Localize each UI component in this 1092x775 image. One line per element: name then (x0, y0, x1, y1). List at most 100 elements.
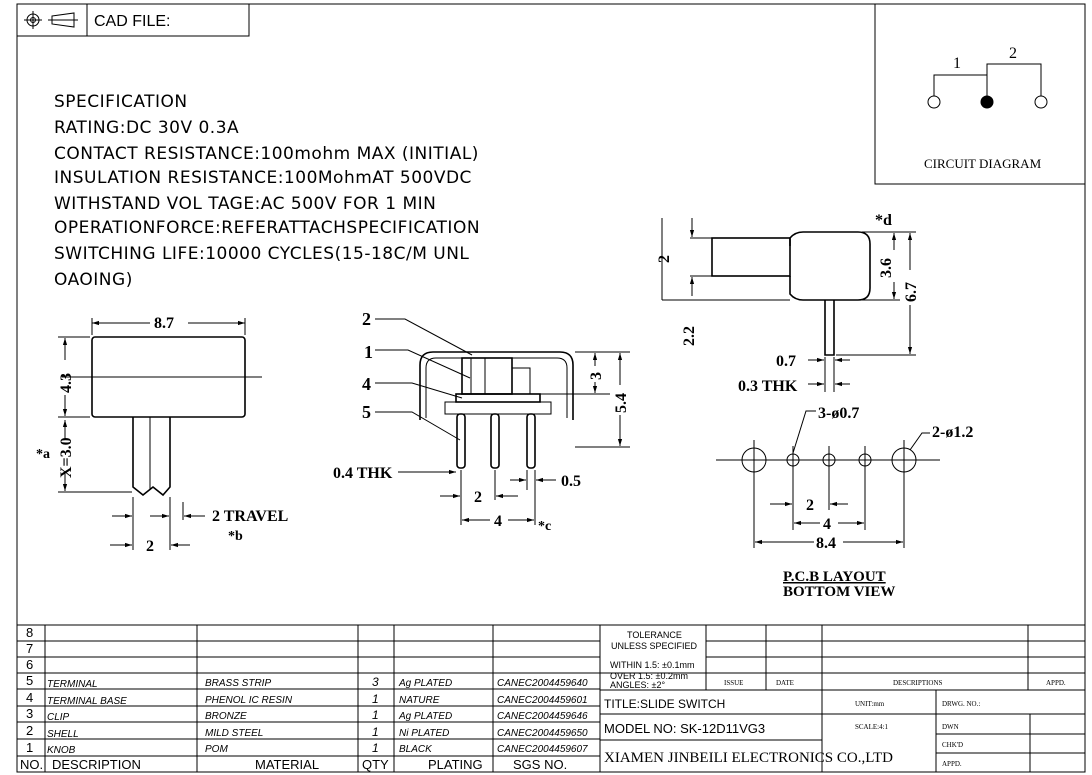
note-d: *d (875, 212, 892, 229)
terminal-common-icon (980, 95, 994, 109)
bom-sgs: CANEC2004459650 (497, 728, 588, 739)
bom-material: PHENOL IC RESIN (205, 695, 293, 706)
pcb-title: P.C.B LAYOUT (783, 569, 886, 585)
bom-no: 5 (26, 673, 33, 688)
appd2-label: APPD. (942, 760, 962, 768)
bom-row-5: 5 TERMINAL BRASS STRIP 3 Ag PLATED CANEC… (26, 673, 588, 690)
title-label: TITLE:SLIDE SWITCH (604, 697, 725, 711)
spec-line-7: OAOING) (54, 270, 133, 290)
bom-no-6: 6 (26, 657, 33, 672)
bom-plating: NATURE (399, 695, 440, 706)
bom-header-no: NO. (20, 757, 43, 772)
side-view: 2 1 4 5 3 5.4 0.4 THK 2 0.5 4 *c (333, 309, 630, 534)
callout-4: 4 (362, 374, 371, 394)
dim-2-2: 2.2 (681, 326, 698, 346)
dim-thk: 0.4 THK (333, 465, 393, 482)
bom-desc: CLIP (47, 712, 70, 723)
callout-2: 2 (362, 309, 371, 329)
spec-line-4: WITHSTAND VOL TAGE:AC 500V FOR 1 MIN (54, 194, 436, 214)
bom-qty: 3 (372, 675, 379, 689)
note-c: *c (538, 519, 551, 534)
bom-desc: SHELL (47, 729, 79, 740)
bom-plating: Ag PLATED (398, 711, 452, 722)
bom-header-desc: DESCRIPTION (52, 757, 141, 772)
pin-left (456, 413, 466, 469)
callout-5: 5 (362, 402, 371, 422)
bom-plating: BLACK (399, 744, 433, 755)
bom-material: POM (205, 744, 228, 755)
unit-label: UNIT:mm (855, 700, 885, 708)
bom-desc: KNOB (47, 745, 76, 756)
bom-desc: TERMINAL (47, 679, 98, 690)
dim-bottom: 2 (146, 538, 154, 555)
spec-line-2: CONTACT RESISTANCE:100mohm MAX (INITIAL) (54, 144, 479, 164)
pcb-subtitle: BOTTOM VIEW (783, 584, 895, 600)
pcb-layout: 3-ø0.7 2-ø1.2 2 4 8.4 P.C.B LAYOUT BOTTO… (716, 405, 973, 600)
bom-qty: 1 (372, 741, 379, 755)
circuit-label-1: 1 (953, 55, 961, 72)
bom-material: MILD STEEL (205, 728, 263, 739)
bom-plating: Ni PLATED (399, 728, 449, 739)
bom-header-material: MATERIAL (255, 757, 319, 772)
scale-label: SCALE:4:1 (855, 723, 889, 731)
circuit-title: CIRCUIT DIAGRAM (924, 156, 1042, 171)
pin-mid (490, 413, 500, 469)
circuit-diagram: 1 2 CIRCUIT DIAGRAM (874, 3, 1086, 185)
pcb-dim-2: 2 (806, 497, 814, 514)
bom-sgs: CANEC2004459640 (497, 678, 588, 689)
appd-label: APPD. (1046, 679, 1066, 687)
bom-no-7: 7 (26, 641, 33, 656)
sheet-border (16, 3, 1086, 773)
bom-row-3: 3 CLIP BRONZE 1 Ag PLATED CANEC200445964… (26, 706, 588, 723)
bom-sgs: CANEC2004459607 (497, 744, 588, 755)
spec-line-3: INSULATION RESISTANCE:100MohmAT 500VDC (54, 168, 472, 188)
bom-qty: 1 (372, 725, 379, 739)
spec-line-5: OPERATIONFORCE:REFERATTACHSPECIFICATION (54, 218, 480, 238)
dim-width: 8.7 (154, 315, 174, 332)
pcb-dim-8-4: 8.4 (816, 535, 836, 552)
right-view: 2 *d 3.6 6.7 2.2 0.7 0.3 THK (656, 212, 920, 395)
bom-row-1: 1 KNOB POM 1 BLACK CANEC2004459607 (26, 740, 588, 756)
date-label: DATE (776, 679, 794, 687)
pcb-big-holes: 2-ø1.2 (932, 424, 973, 441)
pin-right (526, 413, 536, 469)
issue-label: ISSUE (724, 679, 743, 687)
dwn-label: DWN (942, 723, 959, 731)
dim-3-6: 3.6 (878, 258, 895, 278)
callout-1: 1 (364, 342, 373, 362)
front-view: 8.7 4.3 X=3.0 *a 2 TRAVEL *b 2 (36, 315, 288, 555)
spec-line-1: RATING:DC 30V 0.3A (54, 118, 239, 138)
bom-sgs: CANEC2004459601 (497, 695, 588, 706)
projection-symbol-icon (24, 11, 78, 29)
pcb-dim-4: 4 (823, 516, 831, 533)
drwg-label: DRWG. NO.: (942, 700, 980, 708)
dim-pitch: 2 (474, 489, 482, 506)
bom-no: 2 (26, 723, 33, 738)
bom-plating: Ag PLATED (398, 678, 452, 689)
bom-desc: TERMINAL BASE (47, 696, 127, 707)
bom-no: 4 (26, 690, 33, 705)
spec-line-6: SWITCHING LIFE:10000 CYCLES(15-18C/M UNL (54, 244, 469, 264)
dim-travel: 2 TRAVEL (212, 508, 288, 525)
chkd-label: CHK'D (942, 741, 963, 749)
tolerance-label: TOLERANCE (627, 630, 682, 640)
unless-label: UNLESS SPECIFIED (611, 641, 698, 651)
dim-knob-2: 2 (656, 255, 673, 263)
dim-x: X=3.0 (58, 437, 75, 478)
cad-file-label: CAD FILE: (94, 13, 170, 30)
angles-label: ANGLES: ±2° (610, 680, 665, 690)
dim-thk-right: 0.3 THK (738, 378, 798, 395)
title-block: TOLERANCE UNLESS SPECIFIED WITHIN 1.5: ±… (600, 625, 1085, 772)
bom-table: 8 7 6 5 TERMINAL BRASS STRIP 3 Ag PLATED… (17, 624, 1085, 772)
bom-no: 1 (26, 740, 33, 755)
bom-no-8: 8 (26, 625, 33, 640)
dim-pin: 0.5 (561, 473, 581, 490)
within-label: WITHIN 1.5: ±0.1mm (610, 660, 694, 670)
bom-material: BRASS STRIP (205, 678, 271, 689)
dim-6-7: 6.7 (903, 282, 920, 302)
bom-material: BRONZE (205, 711, 247, 722)
dim-0-7: 0.7 (776, 353, 796, 370)
bom-sgs: CANEC2004459646 (497, 711, 588, 722)
